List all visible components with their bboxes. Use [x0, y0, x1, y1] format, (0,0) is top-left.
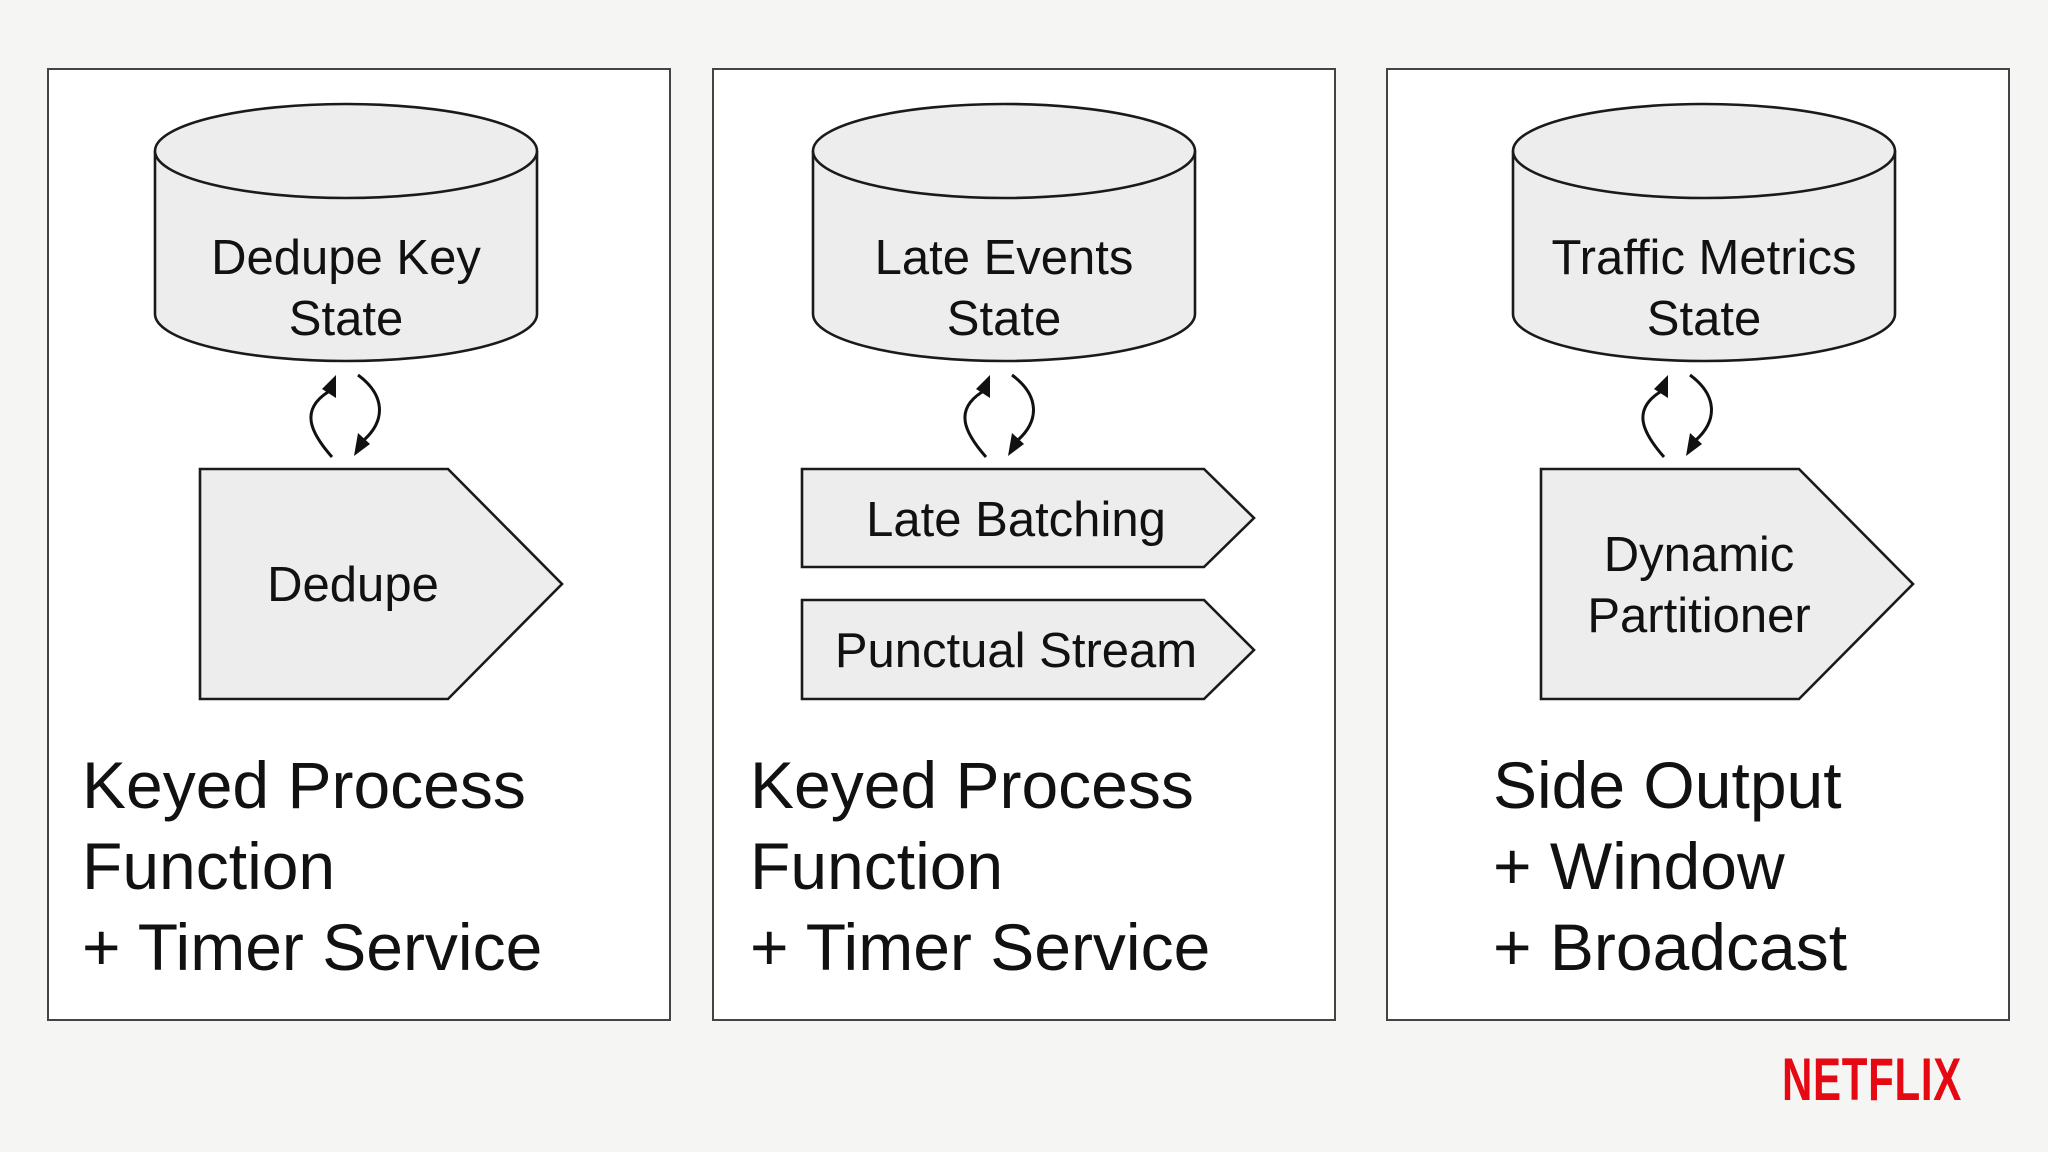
state-store-2: Late Events State — [811, 102, 1197, 363]
processor-dynamic-partitioner-shape — [1539, 467, 1915, 701]
state-store-2-label-line-1: Late Events — [875, 231, 1134, 285]
caption-2: Keyed Process Function + Timer Service — [750, 748, 1210, 984]
processor-dedupe-shape — [198, 467, 564, 701]
write-arrow-1-head — [354, 433, 370, 456]
state-store-1: Dedupe Key State — [153, 102, 539, 363]
state-exchange-arrows-1 — [309, 373, 381, 458]
state-store-3-top — [1511, 102, 1897, 200]
processor-punctual-stream: Punctual Stream — [800, 598, 1256, 701]
state-store-3-label-line-1: Traffic Metrics — [1552, 231, 1857, 285]
state-store-3: Traffic Metrics State — [1511, 102, 1897, 363]
processor-punctual-stream-label: Punctual Stream — [835, 624, 1197, 678]
caption-2-line-1: Keyed Process — [750, 748, 1194, 822]
state-store-1-label-line-1: Dedupe Key — [211, 231, 481, 285]
caption-3: Side Output + Window + Broadcast — [1493, 748, 1847, 984]
caption-3-line-1: Side Output — [1493, 748, 1842, 822]
read-arrow-3 — [1641, 390, 1666, 458]
caption-1-line-1: Keyed Process — [82, 748, 526, 822]
netflix-logo: NETFLIX — [1782, 1046, 1962, 1113]
state-store-1-top — [153, 102, 539, 200]
state-store-3-body — [1511, 151, 1897, 363]
caption-3-line-2: + Window — [1493, 829, 1785, 903]
caption-2-line-2: Function — [750, 829, 1003, 903]
caption-2-line-3: + Timer Service — [750, 910, 1210, 984]
processor-dynamic-partitioner-label-line-1: Dynamic — [1604, 528, 1795, 582]
state-store-1-label-line-2: State — [289, 292, 403, 346]
write-arrow-3 — [1689, 373, 1713, 442]
read-arrow-2-head — [976, 375, 990, 398]
state-store-1-body — [153, 151, 539, 363]
state-exchange-arrows-2 — [963, 373, 1035, 458]
panel-2: Late Events State Late Batching Punctual… — [712, 68, 1336, 1021]
processor-dynamic-partitioner-label-line-2: Partitioner — [1587, 589, 1810, 643]
panel-1: Dedupe Key State Dedupe Keyed Process Fu… — [47, 68, 671, 1021]
processor-dedupe: Dedupe — [198, 467, 564, 701]
read-arrow-1-head — [322, 375, 336, 398]
caption-1-line-3: + Timer Service — [82, 910, 542, 984]
state-store-2-top — [811, 102, 1197, 200]
state-store-2-body — [811, 151, 1197, 363]
panel-3: Traffic Metrics State Dynamic Partitione… — [1386, 68, 2010, 1021]
processor-late-batching-shape — [800, 467, 1256, 569]
processor-late-batching-label: Late Batching — [866, 493, 1166, 547]
caption-3-line-3: + Broadcast — [1493, 910, 1847, 984]
read-arrow-3-head — [1654, 375, 1668, 398]
write-arrow-2 — [1011, 373, 1035, 442]
processor-punctual-stream-shape — [800, 598, 1256, 701]
read-arrow-1 — [309, 390, 334, 458]
caption-1: Keyed Process Function + Timer Service — [82, 748, 542, 984]
state-store-3-label-line-2: State — [1647, 292, 1761, 346]
processor-late-batching: Late Batching — [800, 467, 1256, 569]
processor-dedupe-label: Dedupe — [267, 558, 439, 612]
write-arrow-3-head — [1686, 433, 1702, 456]
read-arrow-2 — [963, 390, 988, 458]
state-store-2-label-line-2: State — [947, 292, 1061, 346]
state-exchange-arrows-3 — [1641, 373, 1713, 458]
write-arrow-2-head — [1008, 433, 1024, 456]
write-arrow-1 — [357, 373, 381, 442]
caption-1-line-2: Function — [82, 829, 335, 903]
processor-dynamic-partitioner: Dynamic Partitioner — [1539, 467, 1915, 701]
